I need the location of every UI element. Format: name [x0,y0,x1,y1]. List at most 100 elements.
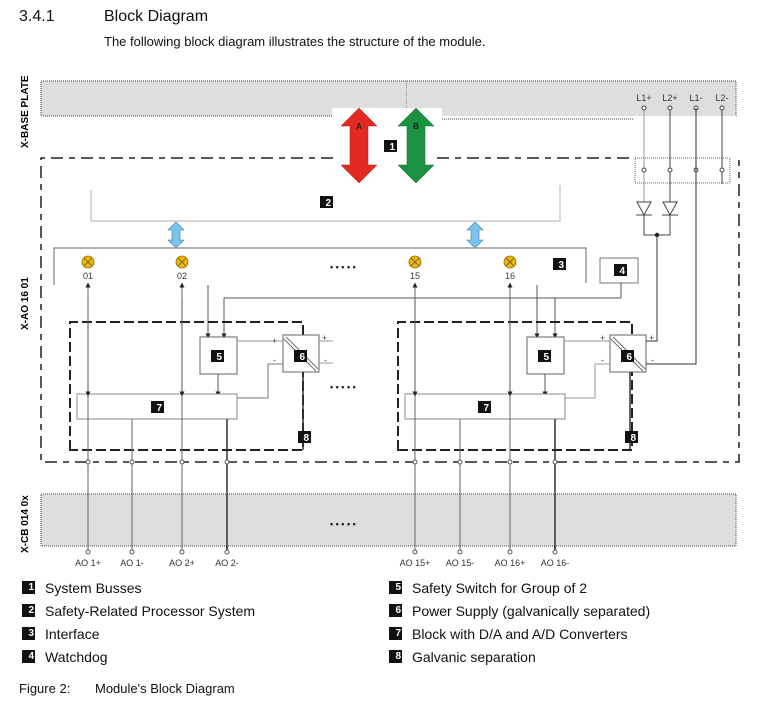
led-label: 02 [177,271,187,281]
svg-text:7: 7 [156,403,162,414]
legend-label: Watchdog [45,648,108,665]
ps-right-in-plus: + [600,333,605,343]
output-connector [552,459,558,465]
legend-item: 6 Power Supply (galvanically separated) [389,599,650,622]
galvanic-separation-right [397,321,633,451]
output-label: AO 15+ [400,558,431,568]
figure-caption: Figure 2: Module's Block Diagram [19,681,235,696]
power-terminal-label: L1+ [636,93,651,103]
svg-text:8: 8 [630,433,636,444]
ps-left-in-plus: + [272,336,277,346]
output-terminal [179,549,185,555]
output-label: AO 16- [541,558,570,568]
block-number-badge: 1 [384,140,397,153]
led-label: 16 [505,271,515,281]
ellipsis-middle: • • • • • [330,382,356,392]
legend-label: Safety-Related Processor System [45,602,256,619]
svg-text:7: 7 [483,403,489,414]
block-diagram: X-BASE PLATE X-AO 16 01 X-CB 014 0x A B … [20,75,740,568]
svg-text:2: 2 [325,198,331,209]
block-number-badge: 3 [553,258,566,271]
base-plate-right [407,81,736,116]
power-terminal-label: L2- [715,93,728,103]
output-terminal [224,549,230,555]
legend-badge: 8 [389,650,402,663]
block-number-badge: 2 [320,196,333,209]
ps-right-out-plus: + [649,333,654,343]
output-label: AO 1- [120,558,144,568]
output-terminal [412,549,418,555]
output-terminal [507,549,513,555]
bus-arrow-b: B [397,107,435,184]
led-indicator: 15 [408,255,422,281]
ellipsis-bottom: • • • • • [330,519,356,529]
output-connector [224,459,230,465]
block-number-badge: 4 [614,264,627,277]
legend-label: Block with D/A and A/D Converters [412,625,628,642]
led-indicator: 01 [81,255,95,281]
legend-label: Interface [45,625,100,642]
legend-item: 5 Safety Switch for Group of 2 [389,576,650,599]
legend-badge: 1 [22,581,35,594]
power-terminal-label: L1- [689,93,702,103]
output-terminal [85,549,91,555]
led-indicator: 02 [175,255,189,281]
svg-text:8: 8 [303,433,309,444]
figure-label: Figure 2: [19,681,71,696]
svg-text:4: 4 [619,266,625,277]
galvanic-separation-left [69,321,304,451]
legend-badge: 5 [389,581,402,594]
terminal-connector [641,105,647,111]
block-number-badge: 6 [621,350,634,363]
interface-arrow-left [167,221,185,249]
section-title: Block Diagram [104,8,209,25]
ps-left-out-plus: + [322,333,327,343]
output-connector [179,459,185,465]
legend-label: Power Supply (galvanically separated) [412,602,651,619]
output-connector [85,459,91,465]
ps-left-out-minus: - [324,355,327,365]
output-label: AO 1+ [75,558,101,568]
svg-text:A: A [356,122,362,131]
legend-right: 5 Safety Switch for Group of 2 6 Power Sup… [389,576,650,668]
block-number-badge: 8 [298,431,311,444]
legend-item: 3 Interface [22,622,255,645]
output-terminal [552,549,558,555]
output-connector [507,459,513,465]
figure-text: Module's Block Diagram [95,681,235,696]
processor-system-block [90,185,561,222]
block-number-badge: 5 [211,350,224,363]
terminal-connector [641,167,647,173]
legend-item: 1 System Busses [22,576,255,599]
cable-plug [40,493,737,547]
power-supply-left [282,334,320,373]
led-indicator: 16 [503,255,517,281]
legend-label: System Busses [45,579,142,596]
terminal-connector [719,167,725,173]
side-label-cable-plug: X-CB 014 0x [20,495,31,553]
legend-badge: 7 [389,627,402,640]
legend-badge: 4 [22,650,35,663]
legend-item: 4 Watchdog [22,645,255,668]
output-terminal [129,549,135,555]
output-connector [412,459,418,465]
block-number-badge: 8 [625,431,638,444]
legend-badge: 6 [389,604,402,617]
power-terminal-label: L2+ [662,93,677,103]
ps-right-in-minus: - [601,355,604,365]
legend-badge: 3 [22,627,35,640]
output-label: AO 16+ [495,558,526,568]
svg-text:5: 5 [543,352,549,363]
power-terminal-block [634,157,731,184]
ps-left-in-minus: - [273,355,276,365]
output-terminal [457,549,463,555]
diode-l2 [662,201,678,217]
legend-label: Safety Switch for Group of 2 [412,579,588,596]
interface-arrow-right [466,221,484,249]
legend-badge: 2 [22,604,35,617]
bus-arrow-a: A [340,107,378,184]
legend-left: 1 System Busses 2 Safety-Related Processor… [22,576,255,668]
svg-text:6: 6 [626,352,632,363]
legend-item: 7 Block with D/A and A/D Converters [389,622,650,645]
legend-item: 2 Safety-Related Processor System [22,599,255,622]
